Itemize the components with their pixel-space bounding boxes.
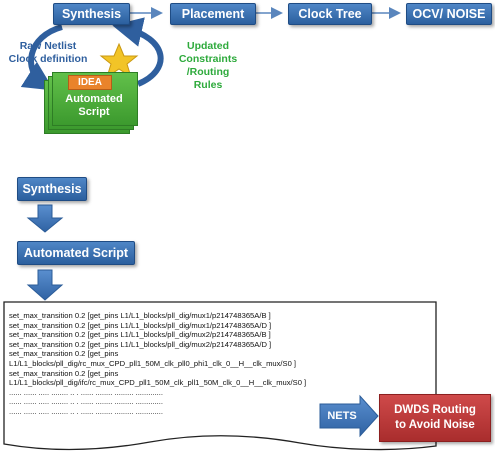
script-line: set_max_transition 0.2 [get_pins L1/L1_b… bbox=[9, 339, 272, 349]
raw-netlist-label: Raw Netlist Clock definition bbox=[8, 40, 88, 65]
down-arrow-2 bbox=[26, 269, 64, 301]
script-line: L1/L1_blocks/pll_dig/rc_mux_CPD_pll1_50M… bbox=[9, 358, 297, 368]
script-line: L1/L1_blocks/pll_dig/ifc/rc_mux_CPD_pll1… bbox=[9, 378, 307, 388]
script-line: ...... ...... ..... ........ .. . ......… bbox=[9, 397, 164, 407]
clock-tree-box: Clock Tree bbox=[288, 3, 372, 25]
down-arrow-1 bbox=[26, 204, 64, 233]
script-line: ...... ...... ..... ........ .. . ......… bbox=[9, 406, 164, 416]
script-line: ...... ...... ..... ........ .. . ......… bbox=[9, 387, 164, 397]
automated-script-icon-label: Automated Script bbox=[65, 93, 123, 118]
automated-script-box: Automated Script bbox=[17, 241, 135, 265]
script-line: set_max_transition 0.2 [get_pins L1/L1_b… bbox=[9, 320, 272, 330]
script-text: set_max_transition 0.2 [get_pins L1/L1_b… bbox=[9, 311, 429, 417]
script-line: set_max_transition 0.2 [get_pins L1/L1_b… bbox=[9, 311, 271, 320]
updated-constraints-label: Updated Constraints /Routing Rules bbox=[178, 40, 238, 91]
script-line: set_max_transition 0.2 [get_pins bbox=[9, 349, 119, 359]
synthesis-box-lower: Synthesis bbox=[17, 177, 87, 201]
script-line: set_max_transition 0.2 [get_pins bbox=[9, 368, 119, 378]
synthesis-label: Synthesis bbox=[61, 7, 122, 21]
placement-label: Placement bbox=[181, 7, 245, 21]
nets-label: NETS bbox=[327, 410, 357, 422]
curved-arrow-right bbox=[112, 17, 164, 87]
synthesis-box: Synthesis bbox=[53, 3, 130, 25]
curved-arrow-left bbox=[20, 24, 63, 91]
ocv-noise-box: OCV/ NOISE bbox=[406, 3, 492, 25]
placement-box: Placement bbox=[170, 3, 256, 25]
ocv-noise-label: OCV/ NOISE bbox=[412, 7, 486, 21]
dwds-routing-box: DWDS Routing to Avoid Noise bbox=[379, 394, 491, 442]
script-line: set_max_transition 0.2 [get_pins L1/L1_b… bbox=[9, 330, 271, 340]
idea-tag: IDEA bbox=[68, 75, 112, 90]
clock-tree-label: Clock Tree bbox=[298, 7, 362, 21]
nets-arrow bbox=[319, 394, 379, 438]
star-icon bbox=[99, 42, 139, 79]
